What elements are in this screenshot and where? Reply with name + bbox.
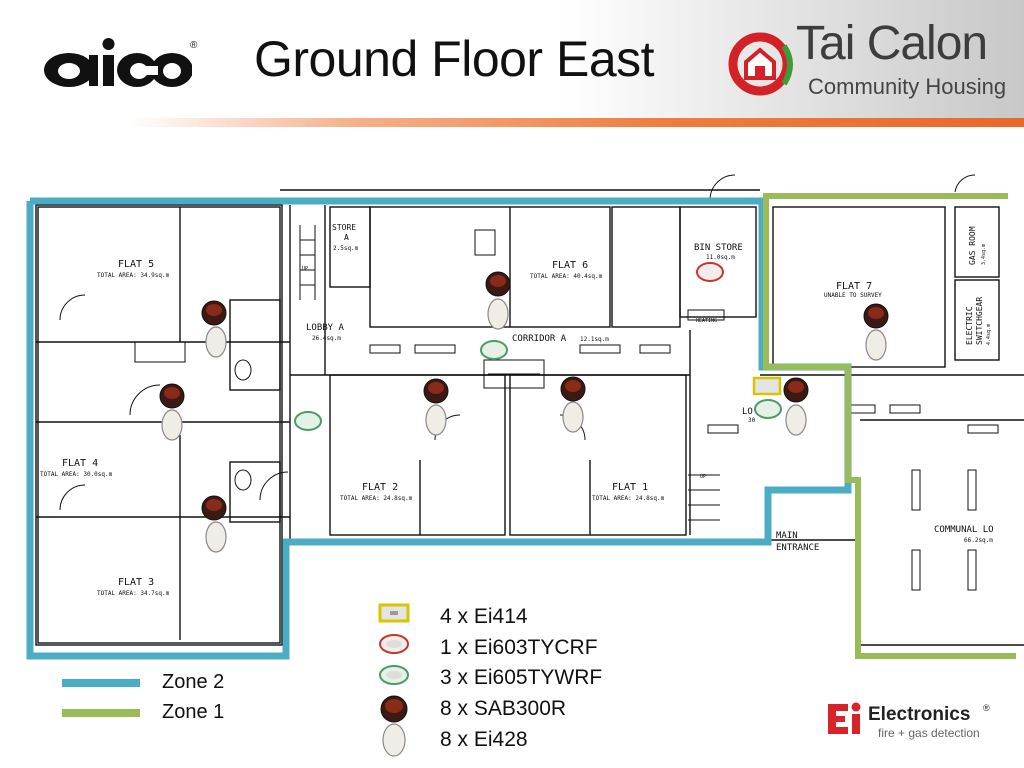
- zone2-outline: [26, 197, 852, 660]
- plan-walls: [35, 189, 1024, 646]
- aico-logo-icon: [44, 38, 192, 87]
- zone2-swatch: [62, 679, 140, 687]
- ei603tycrf-marker: [696, 262, 724, 282]
- page-title: Ground Floor East: [254, 31, 655, 87]
- ei605tywrf-marker: [294, 411, 322, 431]
- legend-ei603tycrf: 1 x Ei603TYCRF: [440, 636, 598, 659]
- switchgear-label: SWITCHGEAR: [975, 297, 984, 345]
- flat3-label: FLAT 3: [118, 577, 154, 588]
- ei-tagline: fire + gas detection: [878, 726, 980, 740]
- store-a-letter: A: [344, 233, 349, 242]
- flat1-area: TOTAL AREA: 24.8sq.m: [592, 495, 665, 502]
- bin-store-label: BIN STORE: [694, 243, 743, 253]
- sab300r-marker: [783, 377, 809, 403]
- ei-brand-name: Electronics: [868, 704, 971, 725]
- main-label: MAIN: [776, 531, 798, 541]
- store-a-area: 2.5sq.m: [333, 245, 359, 252]
- flat2-area: TOTAL AREA: 24.8sq.m: [340, 495, 413, 502]
- stair-up-label-1: UP: [302, 266, 308, 272]
- ei414-detector-icon: [378, 603, 410, 623]
- bin-store-area: 11.0sq.m: [706, 254, 735, 261]
- store-a-label: STORE: [332, 223, 356, 232]
- sab300r-marker: [423, 378, 449, 404]
- zone1-swatch: [62, 709, 140, 717]
- ei428-pad-markers: [161, 298, 887, 553]
- legend-sab300r: 8 x SAB300R: [440, 697, 567, 720]
- flat4-area: TOTAL AREA: 30.0sq.m: [40, 471, 113, 478]
- tai-calon-house-logo-icon: [728, 32, 793, 96]
- tai-calon-name: Tai Calon: [796, 17, 988, 70]
- flat6-area: TOTAL AREA: 40.4sq.m: [530, 273, 603, 280]
- sab300r-base-icon: [380, 695, 408, 723]
- zone1-label: Zone 1: [162, 701, 225, 723]
- legend-ei414: 4 x Ei414: [440, 605, 528, 628]
- sab300r-marker: [201, 495, 227, 521]
- flat3-area: TOTAL AREA: 34.7sq.m: [97, 590, 170, 597]
- zone2-label: Zone 2: [162, 671, 225, 693]
- ei605tywrf-markers: [294, 340, 782, 431]
- ei-registered-icon: ®: [983, 703, 990, 713]
- ei428-marker: [205, 521, 227, 553]
- communal-area: 66.2sq.m: [964, 537, 993, 544]
- ei428-marker: [425, 404, 447, 436]
- tai-calon-subtitle: Community Housing: [808, 74, 1007, 99]
- corridor-a-area: 12.1sq.m: [580, 336, 609, 343]
- ei428-pad-icon: [382, 723, 406, 757]
- legend-ei428: 8 x Ei428: [440, 728, 528, 751]
- ei428-marker: [562, 401, 584, 433]
- lobby-a-label: LOBBY A: [306, 323, 345, 333]
- sab300r-marker: [560, 376, 586, 402]
- flat5-label: FLAT 5: [118, 259, 154, 270]
- flat4-label: FLAT 4: [62, 458, 98, 469]
- ei428-marker: [487, 298, 509, 330]
- corridor-a-label: CORRIDOR A: [512, 334, 567, 344]
- ei428-marker: [161, 409, 183, 441]
- flat6-label: FLAT 6: [552, 260, 588, 271]
- sab300r-base-markers: [159, 271, 889, 521]
- floor-plan: FLAT 5 TOTAL AREA: 34.9sq.m FLAT 4 TOTAL…: [26, 174, 1024, 660]
- heating-label: HEATING: [696, 318, 717, 324]
- sab300r-marker: [485, 271, 511, 297]
- flat5-area: TOTAL AREA: 34.9sq.m: [97, 272, 170, 279]
- flat1-label: FLAT 1: [612, 482, 648, 493]
- flat7-label: FLAT 7: [836, 281, 872, 292]
- sab300r-marker: [201, 300, 227, 326]
- sab300r-marker: [159, 383, 185, 409]
- legend-ei605tywrf: 3 x Ei605TYWRF: [440, 666, 603, 689]
- gas-room-label: GAS ROOM: [968, 226, 977, 265]
- stair-up-label-2: UP: [700, 474, 706, 480]
- ei605tywrf-marker: [754, 399, 782, 419]
- electric-area: 4.4sq.m: [986, 324, 992, 345]
- gas-room-area: 3.4sq.m: [981, 244, 987, 265]
- ei603tycrf-alarm-icon: [379, 634, 409, 654]
- lobby-a-area: 26.4sq.m: [312, 335, 341, 342]
- entrance-label: ENTRANCE: [776, 543, 819, 553]
- flat2-label: FLAT 2: [362, 482, 398, 493]
- ei428-marker: [865, 329, 887, 361]
- ei605tywrf-alarm-icon: [379, 665, 409, 685]
- lobby-b-label: LO: [742, 407, 753, 417]
- zone1-outline: [763, 193, 1016, 659]
- ei428-marker: [785, 404, 807, 436]
- ei-electronics-logo-icon: [828, 702, 861, 734]
- ei414-marker: [752, 376, 782, 396]
- communal-label: COMMUNAL LO: [934, 525, 994, 535]
- lobby-b-area: 30: [748, 417, 756, 424]
- header-accent-rule: [130, 118, 1024, 127]
- ei605tywrf-marker: [480, 340, 508, 360]
- registered-mark-icon: ®: [190, 40, 198, 51]
- electric-label: ELECTRIC: [965, 306, 974, 345]
- ei428-marker: [205, 326, 227, 358]
- sab300r-marker: [863, 303, 889, 329]
- flat7-note: UNABLE TO SURVEY: [824, 292, 882, 299]
